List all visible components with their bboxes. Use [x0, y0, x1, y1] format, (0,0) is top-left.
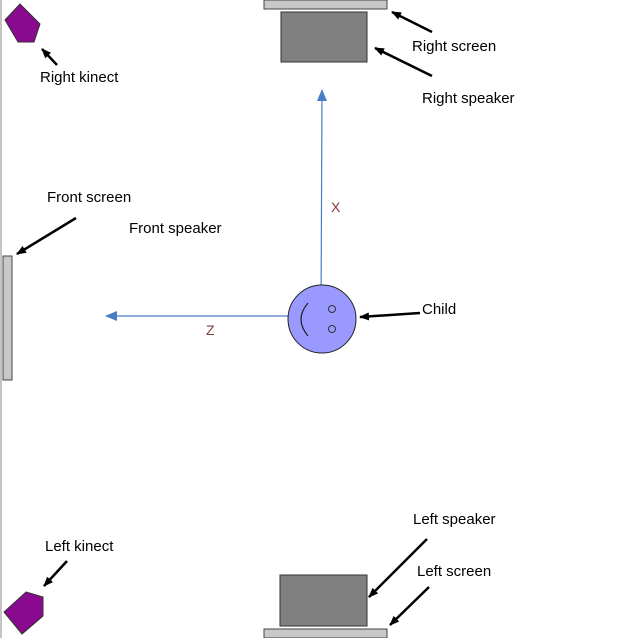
left-screen-label: Left screen — [417, 563, 491, 580]
x-axis — [316, 89, 327, 317]
front-speaker-label: Front speaker — [129, 220, 222, 237]
z-axis-label: Z — [206, 322, 215, 338]
child-eye-upper — [328, 305, 336, 313]
left-speaker-arrow — [368, 538, 428, 598]
right-kinect-icon — [4, 3, 41, 43]
right-speaker-label: Right speaker — [422, 90, 515, 107]
front-screen-label: Front screen — [47, 189, 131, 206]
child-mouth — [300, 302, 309, 337]
left-screen-arrow — [389, 586, 430, 626]
left-speaker — [279, 574, 368, 627]
front-screen-arrow — [16, 216, 77, 256]
child-arrow — [359, 311, 421, 321]
right-kinect-label: Right kinect — [40, 69, 119, 86]
left-kinect-icon — [3, 591, 44, 635]
child-eye-lower — [328, 325, 336, 333]
left-kinect-arrow — [43, 560, 68, 587]
right-screen-label: Right screen — [412, 38, 496, 55]
child-label: Child — [422, 301, 456, 318]
child-face — [287, 284, 357, 354]
right-kinect-arrow — [41, 48, 58, 66]
child-head — [287, 284, 357, 354]
left-screen — [263, 628, 388, 639]
right-speaker-arrow — [374, 46, 433, 78]
right-screen-arrow — [391, 10, 433, 34]
left-speaker-label: Left speaker — [413, 511, 496, 528]
left-kinect-label: Left kinect — [45, 538, 114, 555]
right-speaker — [280, 11, 368, 63]
right-screen — [263, 0, 388, 10]
front-screen — [2, 255, 13, 381]
x-axis-label: X — [331, 199, 341, 215]
